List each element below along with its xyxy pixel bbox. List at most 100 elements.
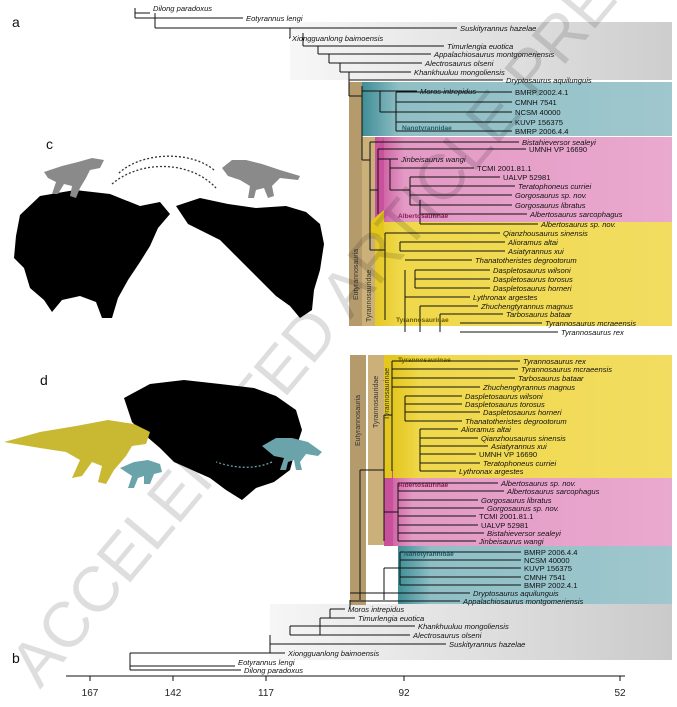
tree-a-branch [289, 28, 291, 39]
tree-a-branch [317, 46, 431, 55]
clade-label-tyrannosaurinae-b: Tyrannosaurinae [398, 357, 451, 364]
tree-b-tip-label: Dilong paradoxus [244, 666, 303, 675]
tree-b-tip-label: Tyrannosaurus mcraeensis [521, 365, 612, 374]
tree-b-branch [404, 395, 480, 422]
tyrannosaur-silhouette-d-teal-right [262, 438, 322, 470]
tree-b-tip-label: Tarbosaurus bataar [518, 374, 584, 383]
tree-a-tip-label: TCMI 2001.81.1 [477, 164, 531, 173]
tree-b-branch [319, 608, 355, 635]
panel-d-illustration [4, 380, 322, 500]
merged-landmass-map-d [124, 380, 302, 500]
tree-a-branch [370, 232, 505, 320]
tree-b-tip-label: Daspletosaurus torosus [465, 400, 545, 409]
tree-a-branch [379, 91, 396, 113]
tree-a-tip-label: CMNH 7541 [515, 98, 557, 107]
tree-b-branch [399, 551, 521, 586]
tree-a-branch [348, 80, 362, 97]
clade-label-nanotyrannidae-a: Nanotyrannidae [402, 125, 452, 132]
tree-b-tip-label: Bistahieversor sealeyi [487, 529, 561, 538]
tree-a-tip-label: Eotyrannus lengi [246, 14, 303, 23]
vlabel-eutyrannosauria-a: Eutyrannosauria [353, 249, 360, 300]
vlabel-tyrannosaurinae-b: Tyrannosaurinae [384, 368, 391, 420]
tree-a-tip-label: Tyrannosaurus rex [561, 328, 625, 337]
tree-b-tip-label: Timurlengia euotica [358, 614, 424, 623]
tree-b-tip-label: KUVP 156375 [524, 564, 572, 573]
dispersal-arrow-c-2 [117, 155, 215, 175]
tree-b-branch [349, 592, 470, 609]
tree-a-tip-label: Gorgosaurus sp. nov. [515, 191, 587, 200]
tree-b-branch [383, 567, 400, 600]
tree-b-tip-label: Lythronax argestes [459, 467, 524, 476]
tree-b-tip-label: Eotyrannus lengi [238, 658, 295, 667]
tree-b-tip-label: NCSM 40000 [524, 556, 570, 565]
tree-b-tip-label: Gorgosaurus sp. nov. [487, 504, 559, 513]
tree-a-branch [404, 259, 558, 333]
vlabel-eutyrannosauria-b: Eutyrannosauria [355, 395, 362, 446]
tree-a-tip-label: Thanatotheristes degrootorum [475, 256, 577, 265]
tree-b-branch [397, 482, 504, 542]
panel-c-illustration [14, 155, 324, 318]
tree-b-tip-label: Teratophoneus curriei [483, 459, 556, 468]
clade-label-nanotyrannidae-b: Nanotyrannidae [404, 551, 454, 558]
tree-a-branch [302, 33, 444, 47]
tree-b-tip-label: Moros intrepidus [348, 605, 404, 614]
tree-a-tip-label: Gorgosaurus libratus [515, 201, 586, 210]
axis-tick-label: 52 [614, 688, 626, 699]
clade-label-tyrannosaurinae-a: Tyrannosaurinae [396, 317, 449, 324]
tree-a-tip-label: Teratophoneus curriei [518, 182, 591, 191]
tree-b-branch [383, 414, 398, 541]
tree-a-branch [370, 148, 526, 214]
tree-b-tip-label: UMNH VP 16690 [479, 450, 537, 459]
tree-a-tip-label: Bistahieversor sealeyi [522, 138, 596, 147]
tree-a-tip-label: Jinbeisaurus wangi [400, 155, 466, 164]
tree-a-branch [328, 54, 422, 64]
tree-b-branch [129, 660, 241, 671]
tree-a-tip-label: Daspletosaurus torosus [493, 275, 573, 284]
tree-a-tip-label: Albertosaurus sp. nov. [540, 220, 616, 229]
tree-a-branch [395, 91, 512, 132]
tree-b-tip-label: Gorgosaurus libratus [481, 496, 552, 505]
tree-b-tip-label: Daspletosaurus wilsoni [465, 392, 543, 401]
tree-b-tip-label: Khankhuuluu mongoliensis [418, 622, 509, 631]
tyrannosaur-silhouette-c-right [222, 160, 300, 198]
tree-b-tip-label: Alectrosaurus olseni [412, 631, 482, 640]
axis-tick-label: 167 [82, 688, 99, 699]
tree-b-tip-label: Tyrannosaurus rex [523, 357, 587, 366]
tree-a-tip-label: Albertosaurus sarcophagus [529, 210, 623, 219]
tree-a-tip-label: Tyrannosaurus mcraeensis [545, 319, 636, 328]
tree-a-tip-label: BMRP 2002.4.1 [515, 88, 568, 97]
tree-a-tip-label: UMNH VP 16690 [529, 145, 587, 154]
tree-a-branch [134, 8, 243, 19]
asia-map-c [176, 198, 324, 318]
tree-a-tip-label: Zhuchengtyrannus magnus [480, 302, 573, 311]
panel-letter-d: d [40, 372, 48, 388]
tree-b [129, 360, 521, 671]
tree-a-tip-label: BMRP 2006.4.4 [515, 127, 568, 136]
tree-b-tip-label: Asiatyrannus xui [490, 442, 547, 451]
tree-b-tip-label: Dryptosaurus aquilunguis [473, 589, 559, 598]
tree-a-tip-label: Dilong paradoxus [153, 4, 212, 13]
tree-a-tip-label: Daspletosaurus horneri [493, 284, 572, 293]
tree-b-tip-label: Appalachiosaurus montgomeriensis [462, 597, 584, 606]
dispersal-arrow-d [215, 461, 273, 468]
tree-a-tip-label: Suskityrannus hazelae [460, 24, 536, 33]
tyrannosaur-silhouette-c-left [44, 158, 104, 198]
axis-tick-label: 142 [165, 688, 182, 699]
tree-a-tip-label: KUVP 156375 [515, 118, 563, 127]
axis-tick-label: 117 [258, 688, 274, 699]
tree-a [134, 8, 558, 333]
tree-b-tip-label: TCMI 2001.81.1 [479, 512, 533, 521]
tyrannosaur-silhouette-d-yellow [4, 420, 150, 484]
tree-b-tip-label: Qianzhousaurus sinensis [481, 434, 566, 443]
tree-b-tip-label: Suskityrannus hazelae [449, 640, 525, 649]
tree-b-tip-label: Alioramus altai [460, 425, 511, 434]
tree-a-tip-label: Tarbosaurus bataar [506, 310, 572, 319]
tree-b-branch [391, 360, 520, 471]
tree-b-tip-label: Thanatotheristes degrootorum [465, 417, 567, 426]
tree-a-tip-label: Lythronax argestes [473, 293, 538, 302]
tree-b-tip-label: BMRP 2002.4.1 [524, 581, 577, 590]
tree-a-tip-label: Khankhuuluu mongoliensis [414, 68, 505, 77]
